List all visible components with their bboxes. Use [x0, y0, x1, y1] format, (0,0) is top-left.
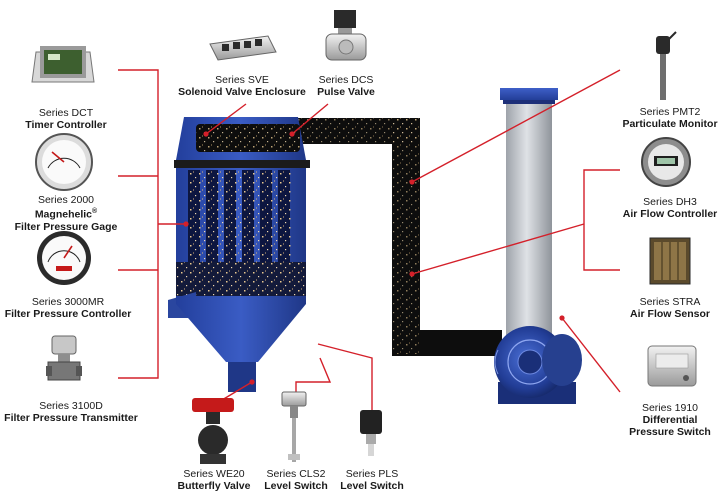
label-dcs-series: Series DCS [318, 74, 374, 86]
label-pmt2: Series PMT2 Particulate Monitor [620, 106, 720, 130]
label-cls2-series: Series CLS2 [266, 468, 326, 480]
particulate-probe-icon [656, 31, 677, 100]
label-3100d-series: Series 3100D [39, 400, 103, 412]
label-dct-series: Series DCT [38, 107, 94, 119]
pressure-switch-icon [647, 345, 697, 387]
label-dcs: Series DCS Pulse Valve [304, 74, 388, 98]
blower-fan [494, 326, 582, 404]
label-dh3: Series DH3 Air Flow Controller [620, 196, 720, 220]
butterfly-valve-icon [192, 398, 234, 464]
label-dct-name: Timer Controller [25, 119, 107, 131]
label-we20: Series WE20 Butterfly Valve [170, 468, 258, 492]
label-pmt2-name: Particulate Monitor [622, 118, 718, 130]
label-1910-name: Differential [642, 414, 698, 426]
label-sve: Series SVE Solenoid Valve Enclosure [178, 74, 306, 98]
label-pls-name: Level Switch [340, 480, 404, 492]
label-3100d: Series 3100D Filter Pressure Transmitter [2, 400, 140, 424]
label-dh3-name: Air Flow Controller [622, 208, 718, 220]
label-dh3-series: Series DH3 [643, 196, 697, 208]
level-switch-icon [281, 391, 307, 462]
label-sve-series: Series SVE [215, 74, 269, 86]
label-2000-series: Series 2000 [37, 194, 95, 206]
label-dct: Series DCT Timer Controller [20, 107, 112, 131]
label-2000-name2: Filter Pressure Gage [14, 220, 118, 233]
filter-bags [188, 170, 292, 280]
pressure-gage-icon [35, 133, 93, 191]
solenoid-enclosure-icon [209, 35, 277, 61]
label-2000-name: Magnehelic® [34, 208, 98, 221]
label-stra: Series STRA Air Flow Sensor [620, 296, 720, 320]
label-pls-series: Series PLS [345, 468, 399, 480]
pulse-valve-icon [325, 10, 367, 61]
label-pls: Series PLS Level Switch [332, 468, 412, 492]
label-stra-name: Air Flow Sensor [630, 308, 710, 320]
pressure-controller-icon [37, 231, 91, 285]
leader-lines [118, 69, 621, 410]
label-we20-series: Series WE20 [183, 468, 245, 480]
pressure-transmitter-icon [46, 335, 82, 381]
label-dcs-name: Pulse Valve [317, 86, 375, 98]
label-1910-name2: Pressure Switch [629, 426, 711, 438]
label-1910-series: Series 1910 [641, 402, 699, 414]
air-flow-sensor-icon [649, 237, 691, 285]
label-cls2: Series CLS2 Level Switch [254, 468, 338, 492]
air-flow-controller-icon [641, 137, 691, 187]
label-3000mr: Series 3000MR Filter Pressure Controller [4, 296, 132, 320]
label-pmt2-series: Series PMT2 [639, 106, 701, 118]
exhaust-duct [268, 118, 502, 356]
dust-collector [168, 117, 310, 392]
label-3100d-name: Filter Pressure Transmitter [4, 412, 138, 424]
label-1910: Series 1910 Differential Pressure Switch [620, 402, 720, 438]
registered-mark: ® [92, 208, 98, 215]
timer-controller-icon [31, 46, 95, 83]
label-3000mr-series: Series 3000MR [31, 296, 105, 308]
label-2000: Series 2000 Magnehelic® Filter Pressure … [14, 194, 118, 233]
leader-dots [183, 131, 565, 385]
label-stra-series: Series STRA [639, 296, 701, 308]
label-we20-name: Butterfly Valve [177, 480, 251, 492]
paddle-level-switch-icon [360, 410, 382, 456]
label-3000mr-name: Filter Pressure Controller [4, 308, 132, 320]
label-sve-name: Solenoid Valve Enclosure [178, 86, 306, 98]
label-cls2-name: Level Switch [264, 480, 328, 492]
exhaust-stack [500, 88, 558, 366]
